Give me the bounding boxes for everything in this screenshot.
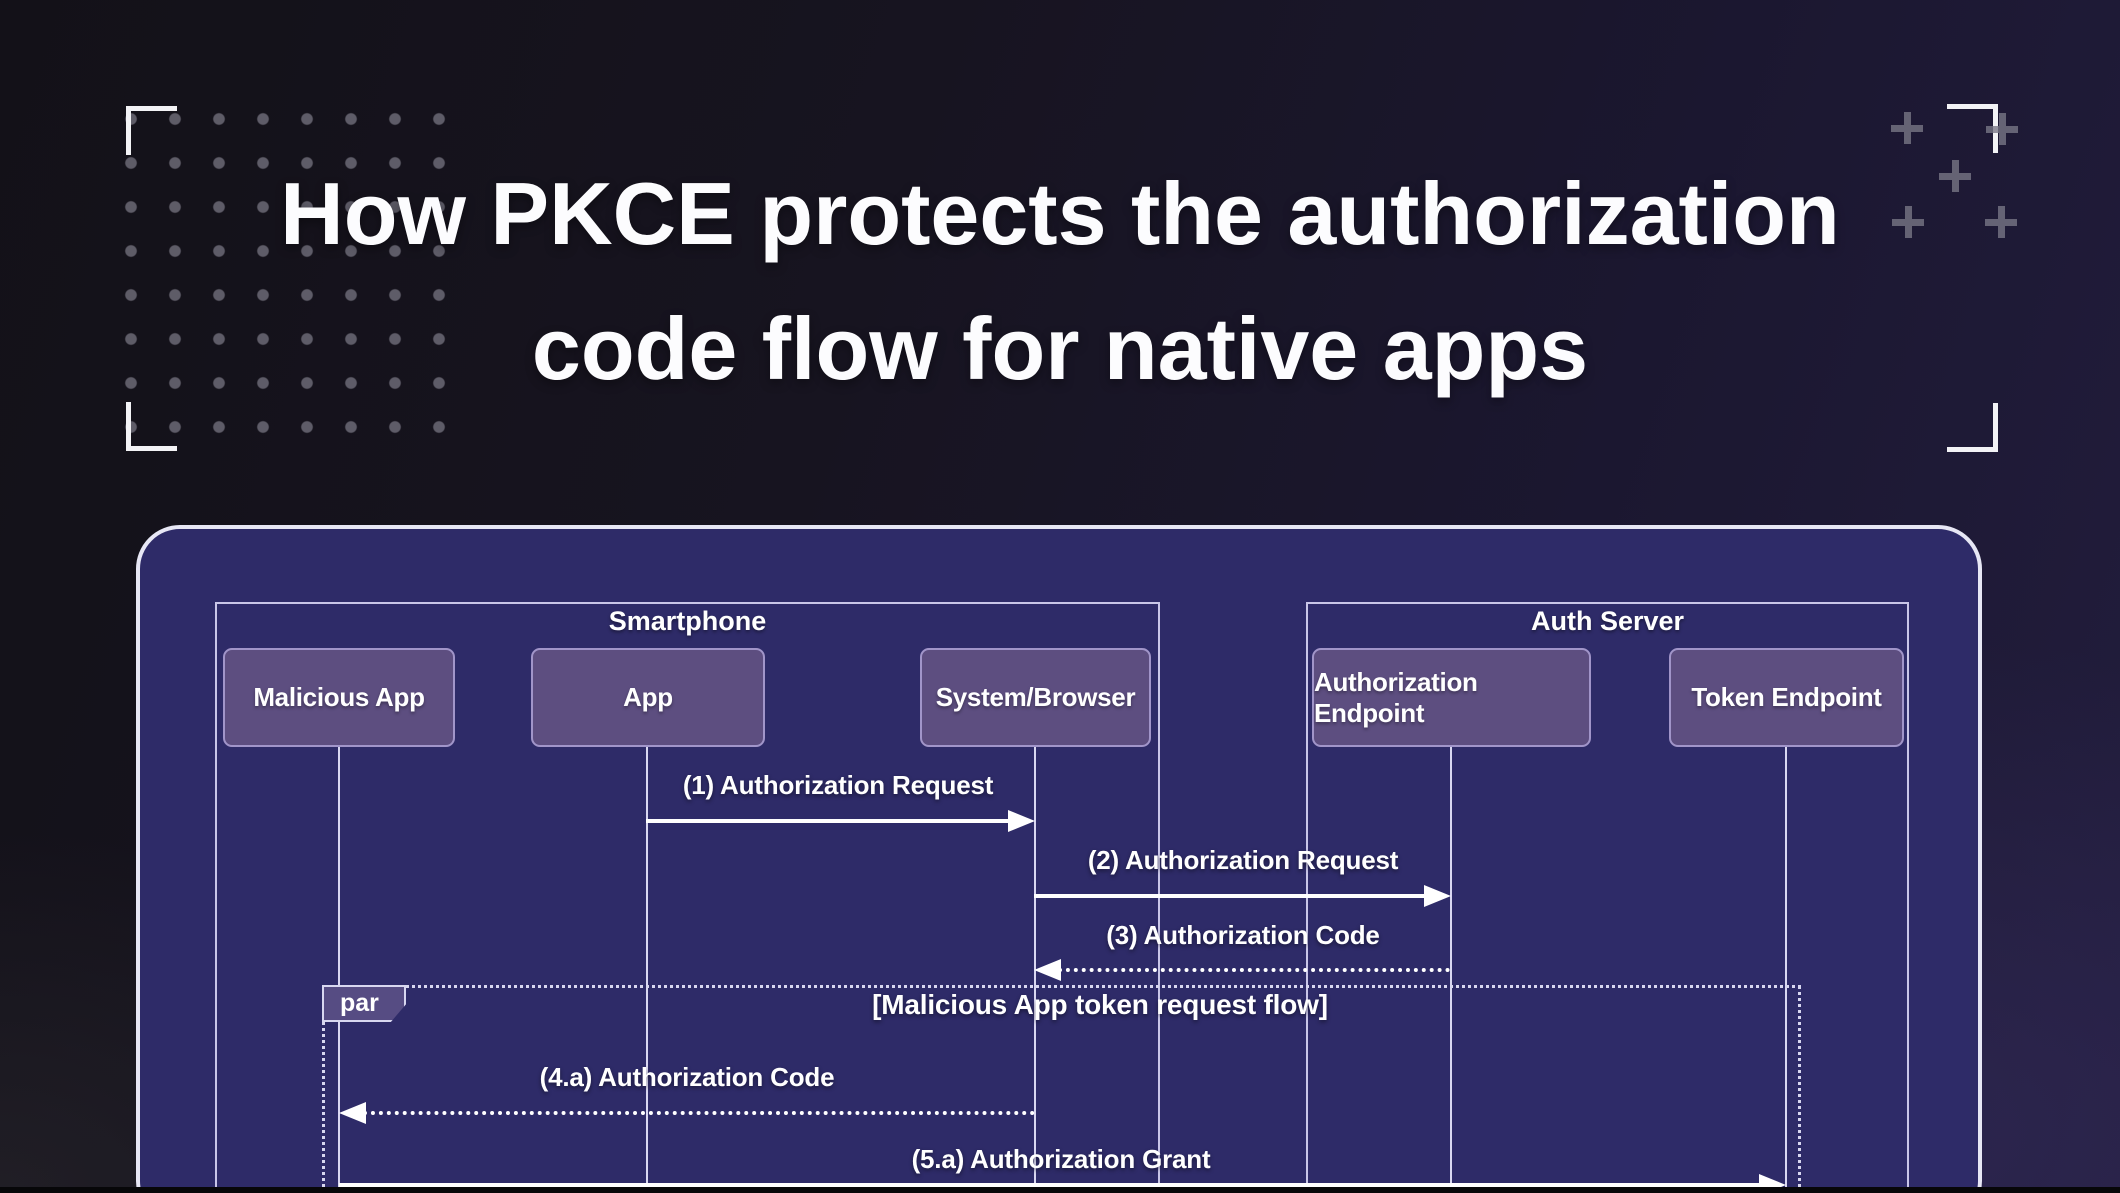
actor-malicious-app: Malicious App (223, 648, 455, 747)
plus-icon (1986, 113, 2018, 145)
sequence-diagram-canvas (136, 525, 1982, 1193)
lifeline-authorization-endpoint (1450, 747, 1452, 1193)
actor-system-browser: System/Browser (920, 648, 1151, 747)
arrowhead-left-icon (339, 1102, 366, 1124)
message-label-2: (2) Authorization Request (1087, 845, 1399, 875)
message-label-4: (4.a) Authorization Code (539, 1062, 835, 1092)
message-line-3 (1058, 968, 1450, 972)
plus-icon (1892, 206, 1924, 238)
actor-authorization-endpoint: Authorization Endpoint (1312, 648, 1591, 747)
bottom-edge-strip (0, 1187, 2120, 1193)
message-line-4 (363, 1111, 1035, 1115)
lifeline-app (646, 747, 648, 1193)
group-label-smartphone: Smartphone (608, 606, 767, 636)
actor-app: App (531, 648, 765, 747)
arrowhead-right-icon (1008, 810, 1035, 832)
page-title: How PKCE protects the authorization code… (0, 146, 2120, 416)
par-block-tab: par (322, 985, 406, 1022)
page-title-line2: code flow for native apps (531, 299, 1589, 398)
corner-bracket-bottom-right-icon (1947, 403, 1998, 452)
lifeline-token-endpoint (1785, 747, 1787, 1193)
par-block-condition: [Malicious App token request flow] (872, 989, 1328, 1020)
plus-icon (1891, 112, 1923, 144)
page-title-line1: How PKCE protects the authorization (280, 164, 1840, 263)
message-line-2 (1034, 894, 1426, 898)
group-label-auth-server: Auth Server (1530, 606, 1685, 636)
arrowhead-left-icon (1034, 959, 1061, 981)
message-label-1: (1) Authorization Request (682, 770, 994, 800)
plus-icon (1985, 206, 2017, 238)
message-line-1 (646, 819, 1011, 823)
message-label-3: (3) Authorization Code (1106, 920, 1380, 950)
actor-token-endpoint: Token Endpoint (1669, 648, 1904, 747)
arrowhead-right-icon (1424, 885, 1451, 907)
corner-bracket-bottom-left-icon (126, 402, 177, 451)
par-block-frame (322, 985, 1801, 1193)
lifeline-malicious-app (338, 747, 340, 1193)
message-label-5: (5.a) Authorization Grant (911, 1144, 1211, 1174)
message-line-5 (339, 1183, 1759, 1187)
plus-icon (1939, 160, 1971, 192)
corner-bracket-top-left-icon (126, 106, 177, 155)
dot-grid-decoration (109, 97, 461, 449)
